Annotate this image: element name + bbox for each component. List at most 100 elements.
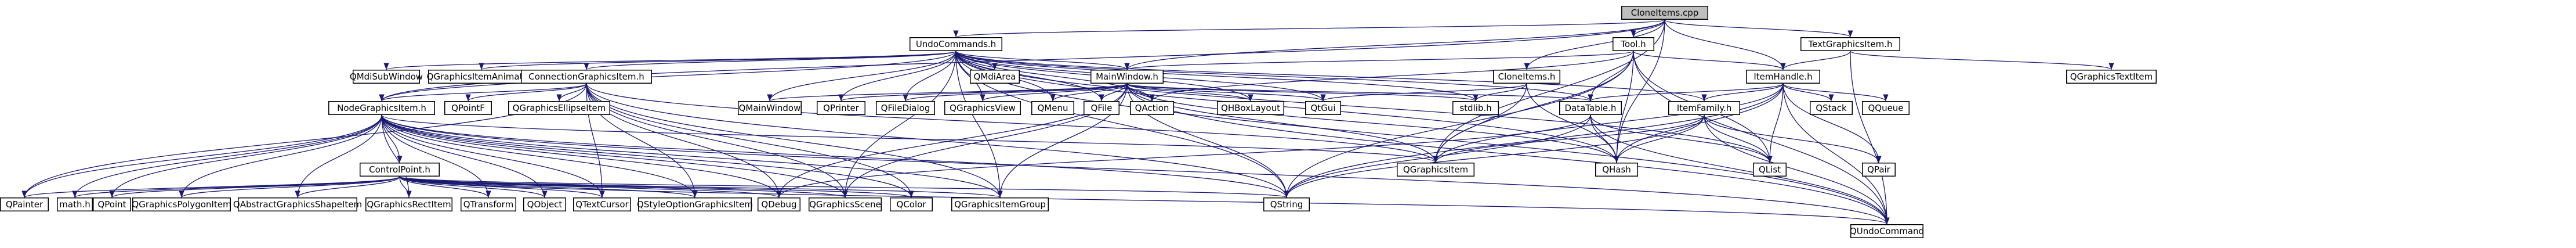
graph-node-box-nodegi [328, 101, 435, 115]
graph-node-clonei[interactable]: CloneItems.h [1493, 70, 1560, 84]
edge-conn-to-qstyleopt [586, 83, 698, 198]
graph-node-qpainter: QPainter [0, 197, 49, 211]
graph-node-label-tool: Tool.h [1620, 39, 1646, 49]
edge-nodegi-to-qpainter [21, 114, 382, 198]
edge-ihandle-to-qgitem [1433, 83, 1784, 163]
graph-node-label-qundo: QUndoCommand [1850, 226, 1924, 236]
graph-node-box-qpointf [444, 101, 492, 115]
graph-node-tool[interactable]: Tool.h [1613, 37, 1654, 51]
edge-itemfam-to-qgitem [1433, 114, 1705, 163]
graph-node-box-qmainwin [738, 101, 802, 115]
graph-node-box-qpoint [93, 197, 131, 211]
graph-node-label-qobject: QObject [527, 199, 563, 210]
edge-nodegi-to-qgscene [381, 114, 848, 198]
graph-node-box-qgscene [809, 197, 882, 211]
graph-node-qgview: QGraphicsView [944, 101, 1021, 115]
graph-node-qcolor: QColor [890, 197, 933, 211]
graph-node-box-qcolor [890, 197, 933, 211]
graph-node-label-qhbox: QHBoxLayout [1221, 103, 1280, 113]
edge-mainwin-to-qgui [1126, 83, 1326, 102]
graph-node-box-clonei [1493, 70, 1560, 84]
graph-node-label-qgscene: QGraphicsScene [809, 199, 881, 210]
graph-node-box-gellipse [508, 101, 610, 115]
graph-node-gianim: QGraphicsItemAnimation [427, 70, 536, 84]
edge-root-to-tool [1631, 19, 1665, 38]
graph-node-label-qaction: QAction [1135, 103, 1169, 113]
graph-node-label-qgigroup: QGraphicsItemGroup [954, 199, 1046, 210]
graph-node-nodegi[interactable]: NodeGraphicsItem.h [328, 101, 435, 115]
graph-node-box-mainwin [1090, 70, 1164, 84]
graph-node-box-qhash [1595, 163, 1638, 177]
graph-node-box-qobject [523, 197, 566, 211]
graph-node-undo[interactable]: UndoCommands.h [910, 37, 1002, 51]
edge-mainwin-to-qgigroup [997, 83, 1128, 198]
edges-layer [21, 19, 2114, 225]
graph-node-box-qundo [1850, 224, 1923, 238]
edge-undo-to-gianim [479, 51, 957, 70]
graph-node-box-qgpoly [132, 197, 231, 211]
graph-node-qpointf: QPointF [444, 101, 492, 115]
graph-node-mdisub: QMdiSubWindow [350, 70, 423, 84]
edge-ctrlpt-to-qpainter [21, 176, 400, 198]
graph-node-label-textitem: TextGraphicsItem.h [1808, 39, 1893, 49]
graph-node-box-qagshape [238, 197, 357, 211]
graph-node-box-qaction [1130, 101, 1174, 115]
edge-itemfam-to-qundo [1704, 114, 1890, 225]
edge-datatable-to-qstring [1284, 114, 1591, 198]
edge-ihandle-to-qundo [1782, 83, 1890, 225]
edge-nodegi-to-qagshape [295, 114, 382, 198]
graph-node-label-qqueue: QQueue [1868, 103, 1903, 113]
graph-node-box-ihandle [1746, 70, 1820, 84]
edge-mainwin-to-qgitem [1126, 83, 1439, 163]
graph-node-box-qlist [1753, 163, 1787, 177]
edge-mainwin-to-qprinter [838, 83, 1128, 102]
graph-node-textitem[interactable]: TextGraphicsItem.h [1800, 37, 1900, 51]
graph-node-stdlib: stdlib.h [1452, 101, 1499, 115]
graph-node-label-qpoint: QPoint [97, 199, 126, 210]
edge-mainwin-to-qfiledlg [903, 83, 1128, 102]
graph-node-box-stdlib [1452, 101, 1499, 115]
edge-ihandle-to-qstack [1782, 83, 1834, 102]
edge-textitem-to-qundo [1850, 51, 1890, 225]
edge-tool-to-mainwin [1124, 51, 1634, 70]
graph-node-box-qgigroup [951, 197, 1049, 211]
graph-node-qgigroup: QGraphicsItemGroup [951, 197, 1049, 211]
graph-node-gellipse: QGraphicsEllipseItem [508, 101, 610, 115]
edge-ihandle-to-qqueue [1782, 83, 1889, 102]
graph-node-qagshape: QAbstractGraphicsShapeItem [233, 197, 362, 211]
edge-nodegi-to-mathh [72, 114, 382, 198]
graph-node-box-mathh [57, 197, 93, 211]
graph-node-box-qpair [1862, 163, 1896, 177]
graph-node-box-textitem [1800, 37, 1900, 51]
edge-mainwin-to-qgview [980, 83, 1128, 102]
graph-node-qstring: QString [1263, 197, 1310, 211]
graph-node-box-qstyleopt [638, 197, 752, 211]
edge-textitem-to-gtext [1850, 51, 2114, 70]
graph-node-datatable[interactable]: DataTable.h [1559, 101, 1622, 115]
graph-node-mathh: math.h [57, 197, 93, 211]
edge-itemfam-to-qpair [1704, 114, 1882, 163]
edge-tool-to-qstring [1284, 51, 1634, 198]
edge-root-to-qhash [1614, 19, 1665, 163]
graph-node-box-qgrect [365, 197, 452, 211]
graph-node-label-qstack: QStack [1816, 103, 1847, 113]
edge-conn-to-gellipse [556, 83, 587, 102]
edge-conn-to-qpointf [465, 83, 587, 102]
graph-node-label-qgpoly: QGraphicsPolygonItem [132, 199, 231, 210]
edge-undo-to-conn [584, 51, 957, 70]
graph-node-mainwin[interactable]: MainWindow.h [1090, 70, 1164, 84]
graph-node-label-conn: ConnectionGraphicsItem.h [528, 71, 644, 82]
edge-clonei-to-qgui [1320, 83, 1527, 102]
graph-node-box-qmenu [1031, 101, 1074, 115]
graph-node-qstack: QStack [1810, 101, 1853, 115]
graph-node-qprinter: QPrinter [817, 101, 865, 115]
edge-itemfam-to-qhash [1614, 114, 1705, 163]
graph-node-conn[interactable]: ConnectionGraphicsItem.h [521, 70, 652, 84]
graph-node-itemfam[interactable]: ItemFamily.h [1668, 101, 1740, 115]
edge-conn-to-qgigroup [586, 83, 1003, 198]
graph-node-qhash: QHash [1595, 163, 1638, 177]
graph-node-ihandle[interactable]: ItemHandle.h [1746, 70, 1820, 84]
edge-mainwin-to-datatable [1126, 83, 1593, 102]
graph-node-root[interactable]: CloneItems.cpp [1621, 6, 1708, 20]
graph-node-ctrlpt[interactable]: ControlPoint.h [360, 163, 440, 177]
